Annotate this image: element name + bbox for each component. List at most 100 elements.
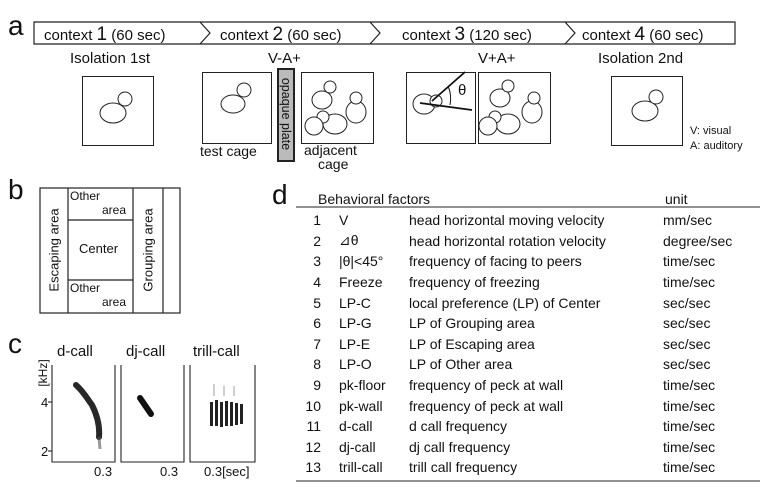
table-row: 8 LP-O LP of Other area sec/sec: [295, 354, 759, 375]
dj-call-time-tick: 0.3: [160, 464, 179, 479]
other-area-bottom-2: area: [102, 295, 127, 309]
condition-2-label: V-A+: [268, 50, 301, 67]
row-number: 6: [313, 315, 321, 332]
table-row: 3 |θ|<45° frequency of facing to peers time…: [295, 251, 759, 272]
context-1-word: context: [44, 27, 93, 44]
context-1-duration: (60 sec): [111, 27, 166, 44]
y-tick-2: 2: [41, 444, 49, 459]
condition-3-label: V+A+: [478, 50, 516, 67]
row-unit: time/sec: [663, 418, 716, 435]
panel-a-letter: a: [8, 10, 24, 41]
row-unit: sec/sec: [663, 294, 711, 311]
panel-b-letter: b: [8, 174, 24, 205]
table-row: 4 Freeze frequency of freezing time/sec: [295, 272, 759, 293]
context-2-duration: (60 sec): [287, 27, 342, 44]
row-abbreviation: trill-call: [339, 459, 383, 476]
unit-header: unit: [665, 191, 688, 207]
other-area-bottom-1: Other: [70, 281, 101, 295]
row-number: 8: [313, 356, 321, 373]
row-description: LP of Grouping area: [409, 315, 535, 332]
context-3-num: 3: [454, 24, 466, 45]
row-description: LP of Other area: [409, 356, 513, 373]
row-abbreviation: LP-G: [339, 315, 372, 332]
row-number: 11: [306, 418, 321, 435]
row-abbreviation: pk-wall: [339, 397, 383, 414]
row-description: head horizontal rotation velocity: [409, 232, 606, 249]
theta-label: θ: [458, 82, 467, 99]
chick-icons: [99, 71, 664, 136]
row-abbreviation: V: [339, 212, 349, 229]
row-number: 5: [313, 294, 321, 311]
table-row: 13 trill-call trill call frequency time/sec: [295, 457, 759, 478]
row-number: 10: [305, 397, 321, 414]
row-unit: sec/sec: [663, 356, 711, 373]
row-abbreviation: LP-E: [339, 335, 371, 352]
row-description: frequency of facing to peers: [409, 253, 582, 270]
opaque-plate: [277, 68, 295, 162]
y-tick-4: 4: [41, 395, 49, 410]
row-unit: time/sec: [663, 377, 716, 394]
adjacent-cage-label-2: cage: [318, 156, 349, 172]
row-abbreviation: ⊿θ: [339, 232, 359, 249]
row-unit: mm/sec: [663, 212, 712, 229]
row-abbreviation: d-call: [339, 418, 373, 435]
center-label: Center: [79, 241, 119, 256]
context-2-word: context: [220, 27, 269, 44]
panel-d-letter: d: [272, 179, 288, 210]
table-row: 11 d-call d call frequency time/sec: [295, 416, 759, 437]
row-description: frequency of peck at wall: [409, 397, 564, 414]
row-unit: time/sec: [663, 438, 716, 455]
row-number: 7: [313, 335, 321, 352]
context-1-num: 1: [96, 24, 108, 45]
adjacent-cage-label-1: adjacent: [304, 142, 357, 158]
row-number: 4: [313, 274, 321, 291]
row-abbreviation: |θ|<45°: [339, 253, 384, 270]
row-number: 1: [313, 212, 321, 229]
context-4-duration: (60 sec): [649, 27, 704, 44]
row-description: trill call frequency: [409, 459, 518, 476]
context-4-num: 4: [634, 24, 646, 45]
row-number: 12: [305, 438, 321, 455]
row-description: frequency of freezing: [409, 274, 540, 291]
row-abbreviation: LP-O: [339, 356, 372, 373]
row-number: 13: [305, 459, 321, 476]
d-call-time-tick: 0.3: [94, 464, 113, 479]
row-number: 2: [313, 232, 321, 249]
legend-auditory: A: auditory: [690, 140, 743, 152]
row-unit: time/sec: [663, 274, 716, 291]
trill-call-time-tick: 0.3[sec]: [204, 464, 250, 479]
row-unit: time/sec: [663, 459, 716, 476]
row-number: 9: [313, 377, 321, 394]
context-4-word: context: [582, 27, 631, 44]
d-call-title: d-call: [57, 343, 93, 360]
row-abbreviation: Freeze: [339, 274, 383, 291]
behavioral-factors-header: Behavioral factors: [318, 191, 431, 207]
isolation-1st-label: Isolation 1st: [70, 50, 151, 67]
row-description: head horizontal moving velocity: [409, 212, 605, 229]
arena-layout: [39, 187, 181, 314]
table-row: 2 ⊿θ head horizontal rotation velocity degr…: [295, 231, 759, 252]
row-unit: degree/sec: [663, 232, 733, 249]
context-3-word: context: [402, 27, 451, 44]
row-description: frequency of peck at wall: [409, 377, 564, 394]
other-area-top-2: area: [102, 203, 127, 217]
row-abbreviation: pk-floor: [339, 377, 386, 394]
test-cage-label: test cage: [200, 143, 257, 159]
context-2-label: context 2 (60 sec): [220, 24, 341, 46]
row-description: d call frequency: [409, 418, 508, 435]
row-unit: time/sec: [663, 253, 716, 270]
row-abbreviation: LP-C: [339, 294, 371, 311]
context-timeline: [33, 21, 736, 45]
trill-call-title: trill-call: [193, 343, 240, 360]
dj-call-title: dj-call: [126, 343, 166, 360]
row-number: 3: [313, 253, 321, 270]
row-abbreviation: dj-call: [339, 438, 376, 455]
